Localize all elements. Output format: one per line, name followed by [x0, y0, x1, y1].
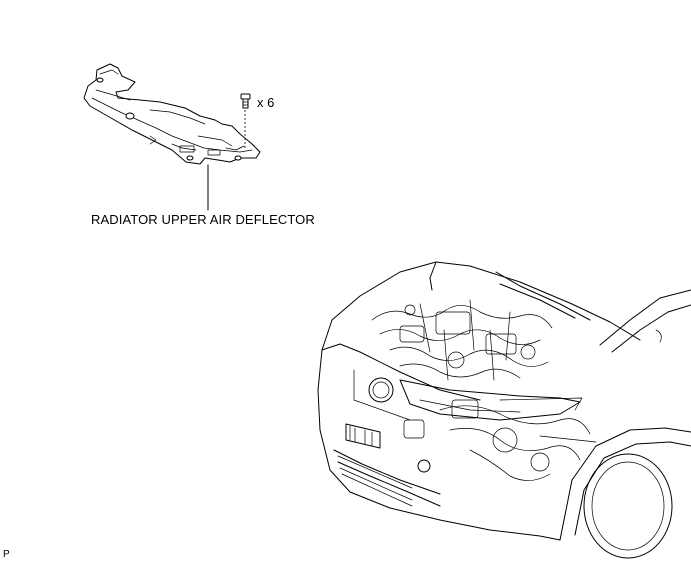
vehicle-front-drawing — [317, 261, 691, 559]
air-deflector-drawing — [83, 63, 261, 165]
clip-icon — [240, 93, 251, 109]
part-name-label: RADIATOR UPPER AIR DEFLECTOR — [91, 212, 315, 227]
quantity-label: x 6 — [257, 95, 275, 110]
corner-code-label: P — [3, 549, 10, 560]
